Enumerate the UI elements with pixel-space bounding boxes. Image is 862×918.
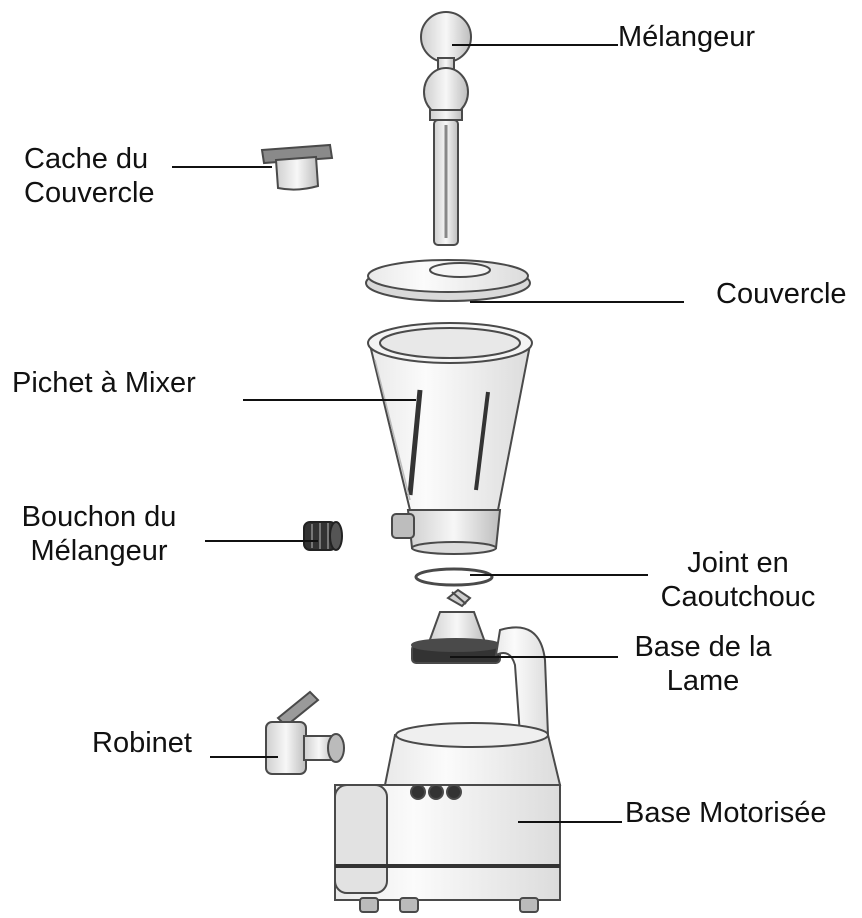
leader-lines [172, 44, 684, 823]
label-base-lame-line-2: Lame [666, 665, 740, 697]
label-joint-line-1: Joint en [687, 547, 789, 579]
melangeur-part [420, 11, 472, 246]
label-bouchon-line-1: Bouchon du [21, 501, 177, 533]
joint-part [414, 567, 494, 587]
base-motorisee-part [334, 626, 562, 913]
label-cache-line-2: Couvercle [24, 177, 155, 209]
label-couvercle-line-1: Couvercle [716, 278, 847, 310]
label-base-lame-line-1: Base de la [634, 631, 772, 663]
label-base-de-la-lame: Base de la Lame [618, 630, 788, 698]
label-pichet-line-1: Pichet à Mixer [12, 367, 196, 399]
label-melangeur: Mélangeur [618, 20, 755, 54]
label-bouchon-line-2: Mélangeur [30, 535, 168, 567]
cache-couvercle-part [260, 143, 334, 191]
label-base-motorisee: Base Motorisée [625, 796, 827, 830]
base-lame-part [411, 588, 501, 664]
label-robinet-line-1: Robinet [92, 727, 192, 759]
label-base-motorisee-line-1: Base Motorisée [625, 797, 827, 829]
label-robinet: Robinet [92, 726, 192, 760]
robinet-part [265, 690, 345, 775]
pichet-part [367, 322, 533, 555]
label-bouchon-du-melangeur: Bouchon du Mélangeur [10, 500, 188, 568]
label-cache-du-couvercle: Cache du Couvercle [24, 142, 155, 210]
label-joint-line-2: Caoutchouc [660, 581, 816, 613]
label-pichet-a-mixer: Pichet à Mixer [12, 366, 196, 400]
label-melangeur-line-1: Mélangeur [618, 21, 756, 53]
couvercle-part [365, 259, 531, 302]
label-cache-line-1: Cache du [24, 143, 149, 175]
bouchon-part [303, 521, 343, 551]
label-joint-en-caoutchouc: Joint en Caoutchouc [648, 546, 828, 614]
label-couvercle: Couvercle [716, 277, 847, 311]
